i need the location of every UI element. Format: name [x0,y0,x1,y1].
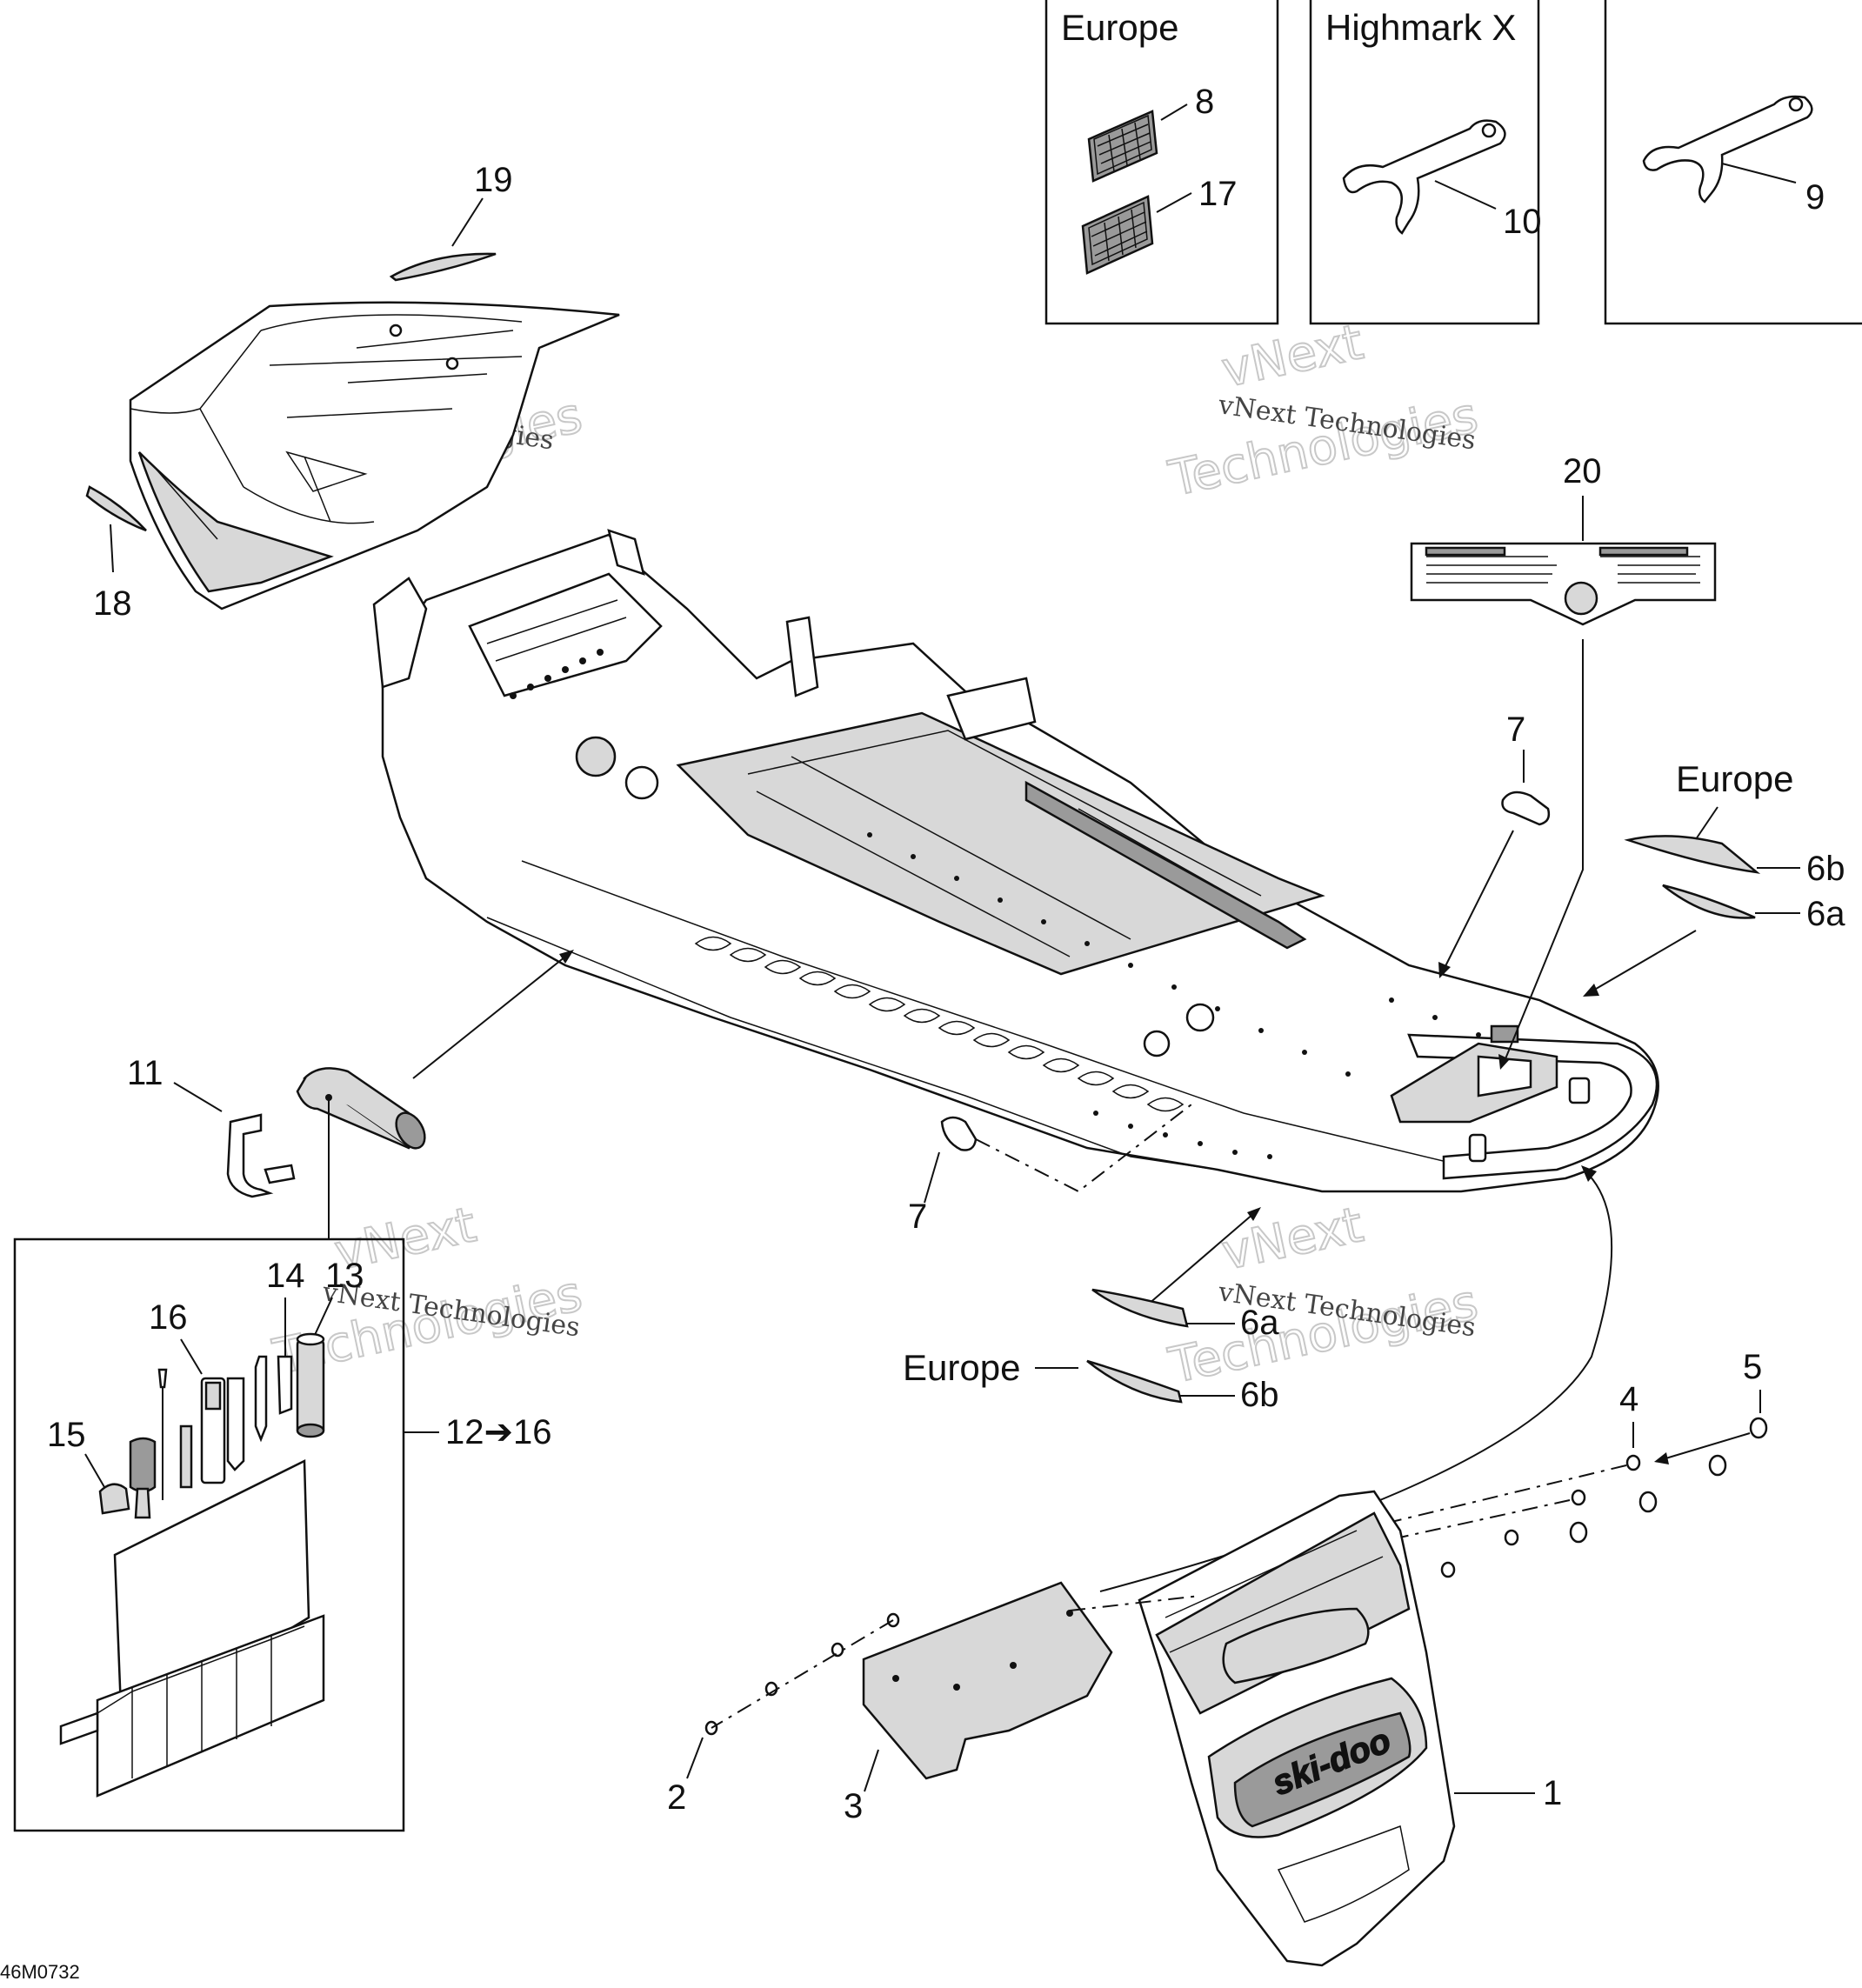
callout-12-16: 12➔16 [445,1413,552,1451]
callout-6a-top: 6a [1806,895,1845,933]
inset-third-frame [1604,0,1862,325]
part-1-snow-flap: ski-doo 1 [1138,1490,1562,1967]
inset-highmark-label: Highmark X [1325,7,1516,48]
figure-id: 46M0732 [0,1961,80,1983]
watermark-vnext: vNext [1217,1197,1368,1282]
part-15-clip [98,1483,130,1515]
part-11-bracket: 11 [127,1054,296,1198]
callout-3: 3 [844,1787,863,1825]
part-10-wrench [1342,119,1506,235]
callout-6a-bottom: 6a [1240,1304,1279,1342]
callout-8: 8 [1195,83,1214,121]
part-6-decals-bottom: 6a Europe 6b [903,1207,1279,1414]
part-tool-wrench-a [226,1377,245,1471]
part-17-grille [1081,195,1154,275]
part-belly-pan [129,301,620,610]
inset-highmark-frame [1309,0,1540,325]
part-18-decal: 18 [85,485,147,623]
region-europe-decal-bottom: Europe [903,1347,1020,1388]
callout-13: 13 [325,1257,364,1295]
part-8-grille [1087,110,1158,183]
part-3-plate: 3 [844,1581,1113,1825]
callout-20: 20 [1563,452,1602,490]
callout-17: 17 [1198,175,1238,213]
chassis-side-louvers [694,936,1185,1112]
inset-highmark-box: Highmark X 10 [1309,0,1542,325]
part-9-wrench [1642,95,1813,203]
inset-europe-box: Europe 8 17 [1044,0,1279,325]
callout-5: 5 [1743,1348,1762,1386]
tool-kit-inset: 12➔16 16 14 13 15 [13,1237,552,1832]
part-screwdriver [129,1368,168,1519]
part-14-wrench [277,1355,293,1415]
inset-europe-frame [1044,0,1279,325]
callout-9: 9 [1805,178,1825,217]
part-2-nuts: 2 [667,1612,900,1817]
callout-14: 14 [266,1257,305,1295]
callout-11: 11 [127,1054,164,1092]
region-europe-decal-top: Europe [1676,758,1793,799]
part-tool-pouch [59,1459,325,1798]
part-7-clip-bottom: 7 [908,1104,1192,1236]
part-13-socket [296,1332,325,1438]
part-5-rivets [1569,1417,1768,1544]
part-tool-roll [296,950,574,1239]
part-20-warning-label: 20 [1410,452,1717,1070]
watermark-vnext: vNext [1217,314,1368,399]
callout-16: 16 [149,1298,188,1337]
part-7-clip-top: 7 [1438,710,1551,978]
callout-10: 10 [1503,203,1542,241]
part-tool-wrench-b [254,1355,268,1443]
callout-2: 2 [667,1778,686,1817]
callout-1: 1 [1543,1774,1562,1812]
part-4-rivets [1440,1454,1641,1578]
part-flap-assembly: 5 4 ski-doo [667,1165,1768,1967]
chassis-holes [510,649,1481,1159]
callout-19: 19 [474,161,513,199]
callout-18: 18 [93,584,132,623]
part-16-socket-bar [179,1377,226,1489]
tool-kit-frame [13,1237,405,1832]
part-19-decal: 19 [389,161,513,282]
callout-15: 15 [47,1416,86,1454]
part-6-decals-top: Europe 6b 6a [1583,758,1845,997]
callout-6b-bottom: 6b [1240,1376,1279,1414]
part-chassis-frame [372,529,1659,1193]
callout-7-top: 7 [1506,710,1525,749]
callout-7-bottom: 7 [908,1197,927,1236]
inset-third-box: 9 [1604,0,1862,325]
callout-4: 4 [1619,1380,1638,1418]
inset-europe-label: Europe [1061,7,1178,48]
callout-6b-top: 6b [1806,850,1845,888]
